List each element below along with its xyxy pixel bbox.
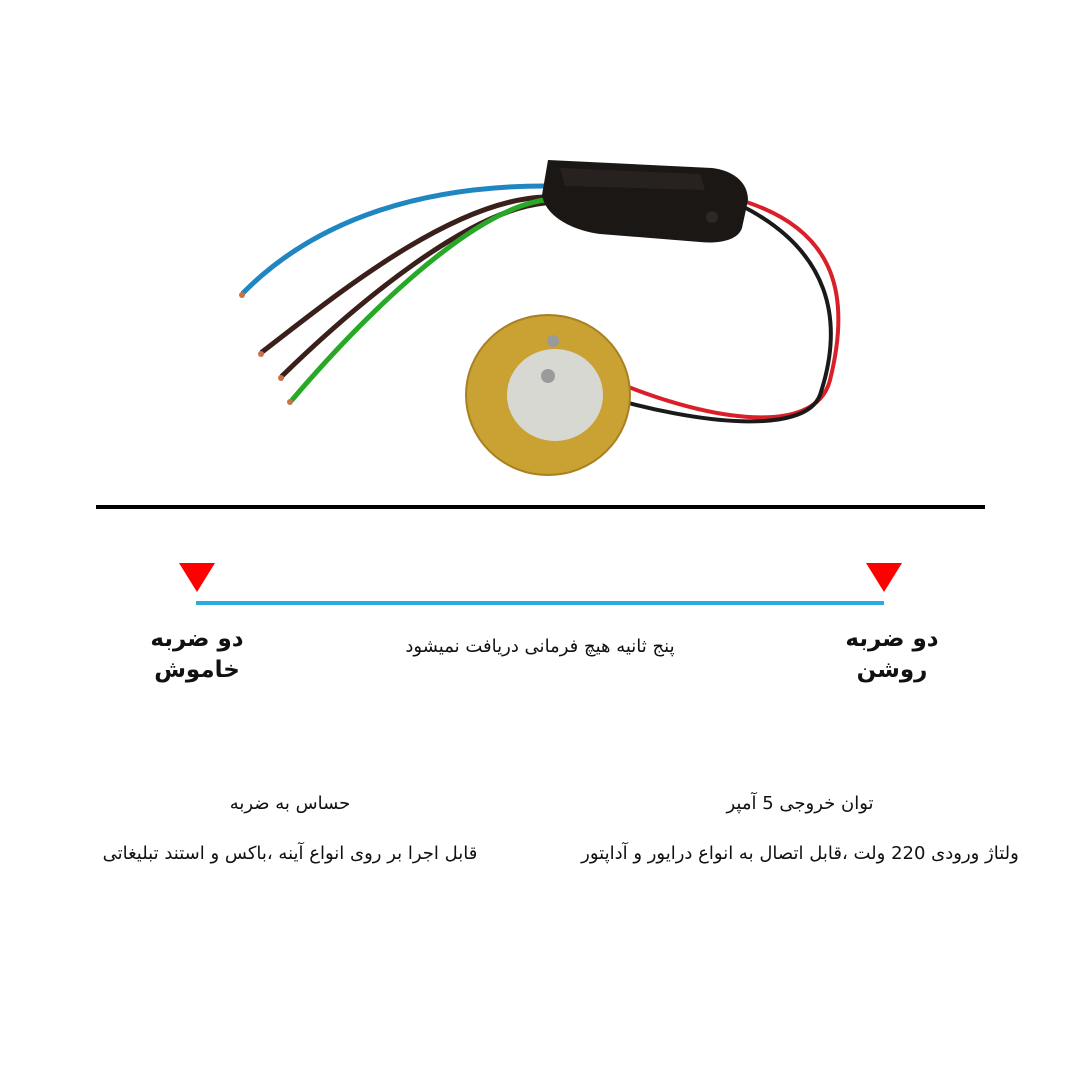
feature-input-voltage: ولتاژ ورودی 220 ولت ،قابل اتصال به انواع… bbox=[581, 843, 1019, 864]
piezo-disc bbox=[465, 314, 631, 476]
wire-green bbox=[289, 197, 548, 403]
feature-touch-sensitive: حساس به ضربه bbox=[229, 793, 351, 814]
copper-wire-tips bbox=[239, 292, 293, 405]
product-image bbox=[239, 160, 841, 476]
on-marker-triangle bbox=[866, 563, 902, 592]
off-marker-triangle bbox=[179, 563, 215, 592]
double-tap-off-label: دو ضربه خاموش bbox=[117, 624, 277, 686]
no-command-period-label: پنج ثانیه هیچ فرمانی دریافت نمیشود bbox=[405, 636, 675, 657]
on-label-line1: دو ضربه bbox=[845, 626, 939, 652]
sensor-module bbox=[542, 160, 748, 243]
timeline-line bbox=[196, 601, 884, 605]
on-label-line2: روشن bbox=[856, 657, 928, 683]
feature-mountable: قابل اجرا بر روی انواع آینه ،باکس و استن… bbox=[102, 843, 478, 864]
feature-output-power: توان خروجی 5 آمپر bbox=[726, 793, 874, 814]
wire-brown-1 bbox=[259, 194, 548, 355]
off-label-line2: خاموش bbox=[154, 657, 240, 683]
double-tap-on-label: دو ضربه روشن bbox=[812, 624, 972, 686]
wire-blue bbox=[240, 183, 548, 296]
off-label-line1: دو ضربه bbox=[150, 626, 244, 652]
divider-line bbox=[96, 505, 985, 509]
